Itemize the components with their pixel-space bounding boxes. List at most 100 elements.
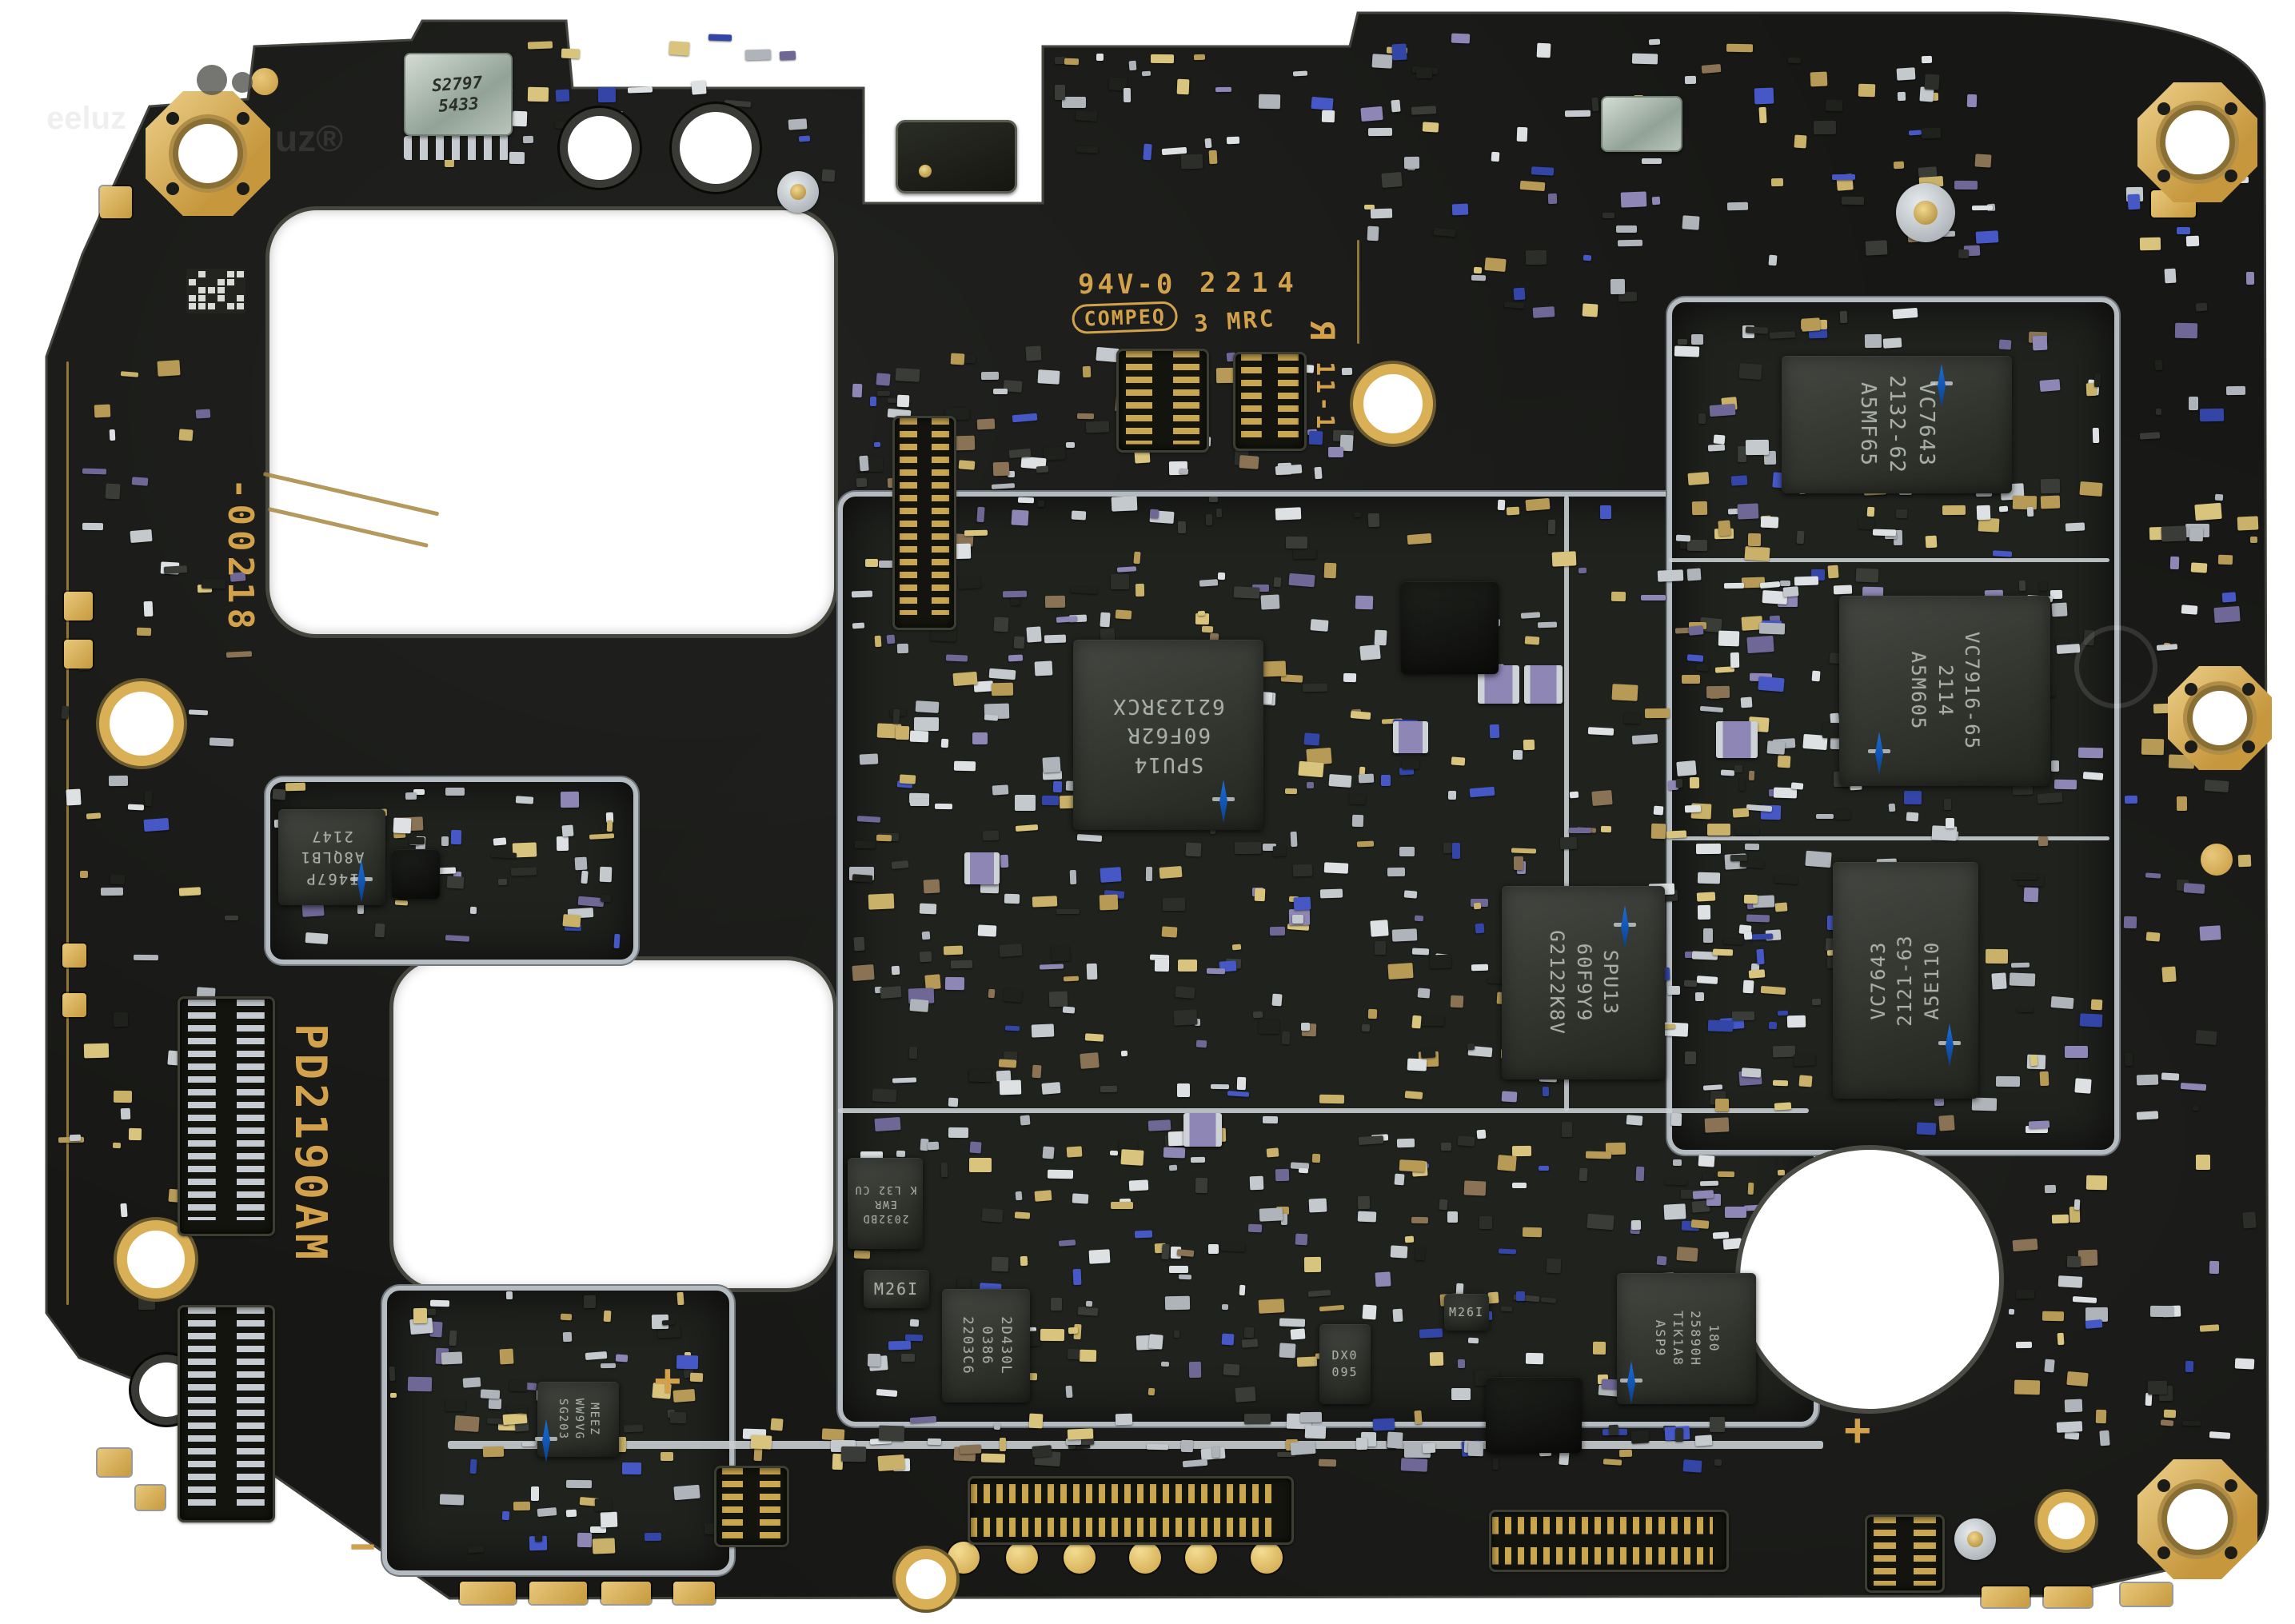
- smd-component: [1674, 345, 1700, 357]
- smd-component: [441, 836, 449, 847]
- smd-component: [594, 1498, 613, 1511]
- smd-component: [1273, 577, 1282, 587]
- smd-component: [1020, 1115, 1031, 1126]
- smd-component: [1262, 1115, 1278, 1123]
- smd-component: [390, 1392, 397, 1399]
- chip-marking-line: 25890H: [1688, 1311, 1704, 1367]
- smd-component: [1511, 848, 1536, 854]
- smd-component: [896, 643, 909, 654]
- smd-component: [1787, 1015, 1806, 1027]
- smd-component: [1974, 153, 1992, 167]
- smd-component: [143, 601, 154, 617]
- smd-component: [1708, 1019, 1734, 1032]
- smd-component: [1381, 774, 1391, 786]
- smd-component: [1942, 505, 1966, 516]
- smd-component: [1362, 1304, 1377, 1321]
- smd-component: [1726, 43, 1753, 52]
- smd-component: [1040, 1329, 1064, 1342]
- smd-component: [1473, 266, 1482, 273]
- smd-component: [976, 506, 985, 522]
- smd-component: [1207, 968, 1226, 975]
- smd-component: [1707, 824, 1731, 836]
- smd-component: [1039, 964, 1064, 970]
- barcode-cell: [208, 287, 215, 293]
- smd-component: [1015, 1191, 1023, 1200]
- smd-component: [2018, 580, 2026, 591]
- smd-component: [1403, 156, 1419, 169]
- smd-component: [1866, 506, 1874, 517]
- chip-marking-line: 0386: [978, 1326, 995, 1366]
- smd-component: [1608, 1424, 1619, 1436]
- chip-marking-line: 180: [1706, 1324, 1722, 1353]
- module-top-right: [1601, 96, 1682, 152]
- smd-component: [948, 1127, 969, 1138]
- smd-component: [1351, 814, 1364, 827]
- smd-component: [852, 383, 863, 398]
- smd-component: [1631, 733, 1658, 744]
- gold-pad-round: [2201, 844, 2233, 876]
- smd-component: [132, 476, 149, 486]
- smd-component: [429, 1299, 450, 1307]
- btb-connector-top-2: [1233, 352, 1307, 451]
- smd-component: [1303, 732, 1320, 746]
- screw-hole: [2193, 691, 2247, 745]
- smd-component: [1696, 892, 1716, 903]
- chip-marking-line: VC7916-65: [1961, 631, 1984, 751]
- smd-component: [1712, 948, 1733, 956]
- smd-component: [1050, 1297, 1062, 1311]
- smd-component: [1967, 94, 1978, 108]
- smd-component: [1512, 749, 1523, 760]
- smd-component: [1211, 1446, 1219, 1458]
- chip-m26i-b: M26I: [1444, 1294, 1489, 1331]
- barcode-cell: [227, 303, 234, 309]
- smd-component: [1323, 562, 1337, 578]
- smd-component: [1004, 893, 1020, 904]
- smd-component: [83, 1043, 110, 1059]
- smd-component: [927, 1438, 941, 1445]
- smd-component: [1676, 760, 1697, 777]
- smd-component: [305, 932, 329, 945]
- smd-component: [1415, 67, 1432, 78]
- smd-component: [2038, 836, 2048, 846]
- mount-dot: [166, 182, 180, 195]
- smd-component: [1206, 513, 1212, 525]
- gold-pad: [136, 1486, 165, 1510]
- smd-component: [1898, 91, 1906, 101]
- smd-component: [69, 1134, 81, 1141]
- btb-connector-bottom-left-small: [714, 1466, 789, 1547]
- smd-component: [958, 460, 976, 470]
- smd-component: [2051, 602, 2068, 617]
- gold-pad-round: [251, 68, 278, 95]
- smd-component: [1391, 928, 1418, 942]
- smd-component: [2195, 1030, 2217, 1045]
- mount-dot: [2225, 170, 2237, 182]
- smd-component: [2064, 1399, 2082, 1413]
- smd-component: [2181, 605, 2198, 615]
- watermark-ring: [2074, 625, 2157, 708]
- smd-component: [1732, 808, 1750, 818]
- smd-component: [1275, 1168, 1290, 1181]
- smd-component: [1044, 635, 1067, 644]
- smd-component: [1190, 1157, 1205, 1163]
- smd-component: [1418, 1015, 1444, 1027]
- smd-component: [1279, 1318, 1305, 1327]
- smd-component: [1787, 57, 1802, 64]
- smd-component: [583, 1295, 596, 1308]
- smd-component: [976, 418, 996, 430]
- smd-component: [1683, 980, 1698, 987]
- smd-component: [1259, 1298, 1286, 1314]
- smd-component: [1632, 53, 1658, 65]
- smd-component: [852, 590, 873, 598]
- smd-component: [1308, 430, 1323, 445]
- pin-strip-0: [404, 136, 509, 160]
- smd-component: [1215, 87, 1232, 93]
- fpc-connector-left-2: [178, 1305, 275, 1522]
- barcode-cell: [198, 287, 206, 293]
- trace-2: [66, 361, 69, 1305]
- paint-mark-blue: [1627, 1361, 1635, 1404]
- chip-marking-line: M26I: [1448, 1304, 1485, 1319]
- smd-component: [1626, 1115, 1644, 1126]
- smd-component: [1327, 446, 1344, 457]
- smd-component: [1551, 550, 1577, 567]
- smd-component: [1311, 1154, 1320, 1163]
